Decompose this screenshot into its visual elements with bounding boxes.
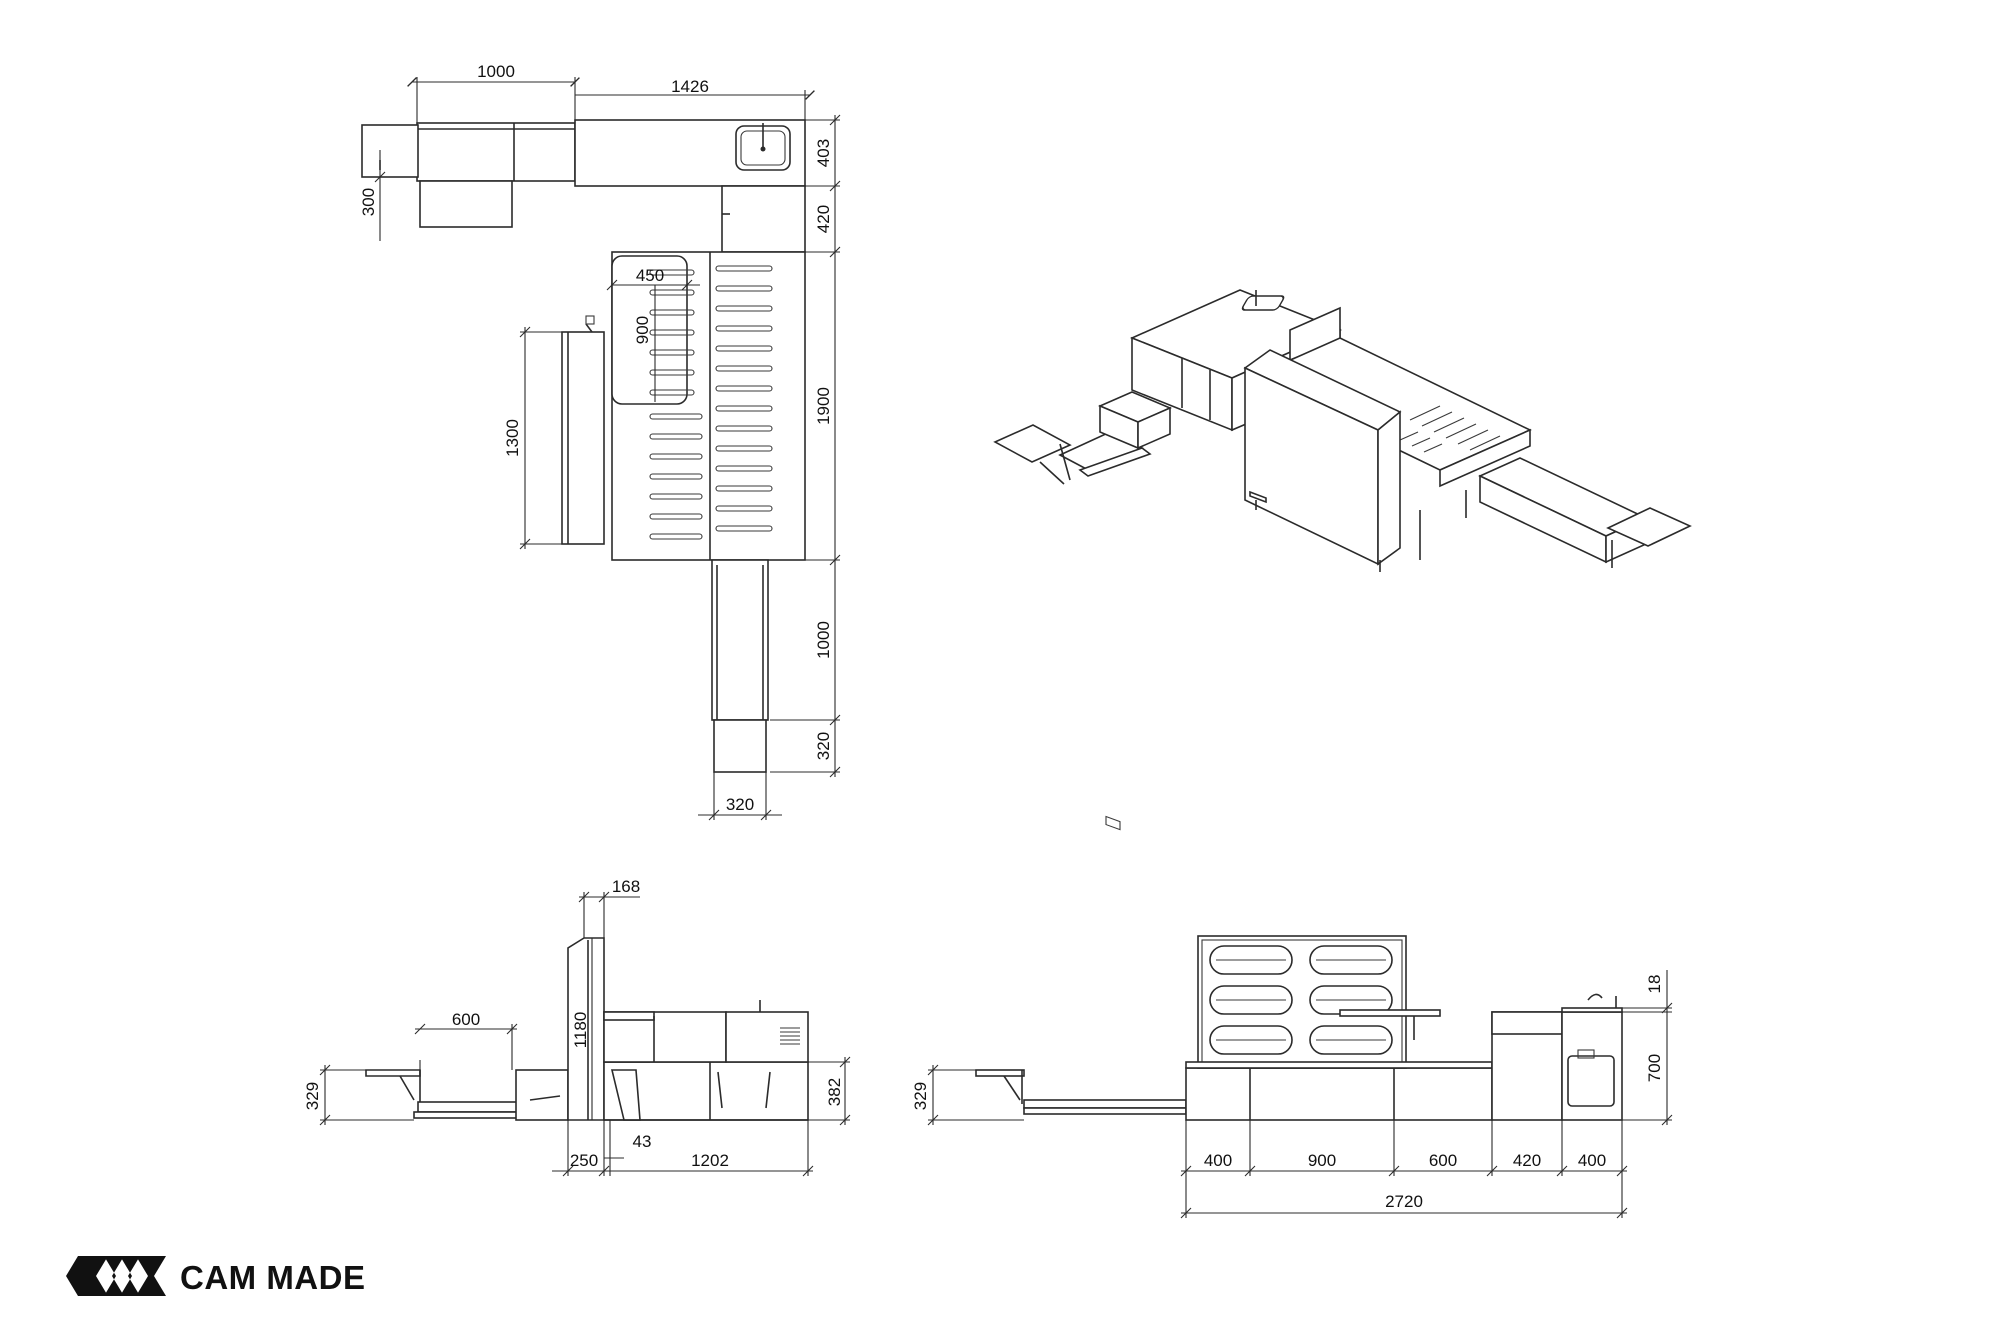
dim-worktop-thickness: 18 [1645, 975, 1664, 994]
dim-extension-end: 320 [814, 732, 833, 760]
dim-kitchen-depth: 403 [814, 139, 833, 167]
dim-backrest-top: 168 [612, 877, 640, 896]
cm-monogram-icon [66, 1256, 166, 1296]
dim-front-table-height: 329 [911, 1082, 930, 1110]
dim-segment-5: 400 [1578, 1151, 1606, 1170]
bed-slots [649, 265, 773, 540]
dim-offset-b: 43 [633, 1132, 652, 1151]
dim-side-table-length: 1300 [503, 419, 522, 457]
side-elevation-left: 600 329 168 1180 382 250 43 1202 [303, 877, 851, 1177]
dim-offset-a: 250 [570, 1151, 598, 1170]
dim-base-length: 1202 [691, 1151, 729, 1170]
step-module [361, 124, 419, 178]
dim-segment-1: 400 [1204, 1151, 1232, 1170]
dim-table-width: 600 [452, 1010, 480, 1029]
dim-cabinet-height: 382 [825, 1078, 844, 1106]
dim-extension-width: 320 [726, 795, 754, 814]
dim-segment-2: 900 [1308, 1151, 1336, 1170]
kitchen-left-unit [416, 122, 576, 182]
dim-counter-height: 700 [1645, 1054, 1664, 1082]
dim-backrest-height: 1180 [571, 1012, 590, 1049]
brand-logo: CAM MADE [66, 1256, 365, 1296]
dim-bed-length: 1900 [814, 387, 833, 425]
dim-extension-length: 1000 [814, 621, 833, 659]
front-elevation-right: 329 18 700 400 900 600 420 400 2720 [911, 935, 1673, 1219]
dim-kitchen-left-width: 1000 [477, 62, 515, 81]
dim-segment-3: 600 [1429, 1151, 1457, 1170]
backrest-profile [567, 937, 605, 1121]
dim-step-depth: 300 [359, 188, 378, 216]
side-table [561, 331, 605, 545]
iso-left-table [993, 424, 1072, 463]
bed-extension [711, 559, 769, 721]
dim-backrest-length: 900 [633, 316, 652, 344]
drawer-module [419, 180, 513, 228]
iso-right-table [1606, 507, 1692, 547]
isometric-view [993, 289, 1692, 831]
vent-grille-icon [780, 1027, 800, 1045]
plan-view: 1000 1426 403 420 1900 1000 320 320 300 [359, 62, 841, 821]
front-bed-base [1185, 1067, 1493, 1121]
brand-name: CAM MADE [180, 1259, 365, 1296]
dim-backrest-width: 450 [636, 266, 664, 285]
dim-segment-4: 420 [1513, 1151, 1541, 1170]
dim-kitchen-right-width: 1426 [671, 77, 709, 96]
aisle-cabinet [721, 185, 806, 253]
dim-total-length: 2720 [1385, 1192, 1423, 1211]
dim-table-height: 329 [303, 1082, 322, 1110]
extension-leg [713, 719, 767, 773]
front-pullout [1023, 1099, 1187, 1109]
pullout-drawer [417, 1101, 521, 1113]
dim-aisle-depth: 420 [814, 205, 833, 233]
water-tank-icon [1567, 1055, 1615, 1107]
